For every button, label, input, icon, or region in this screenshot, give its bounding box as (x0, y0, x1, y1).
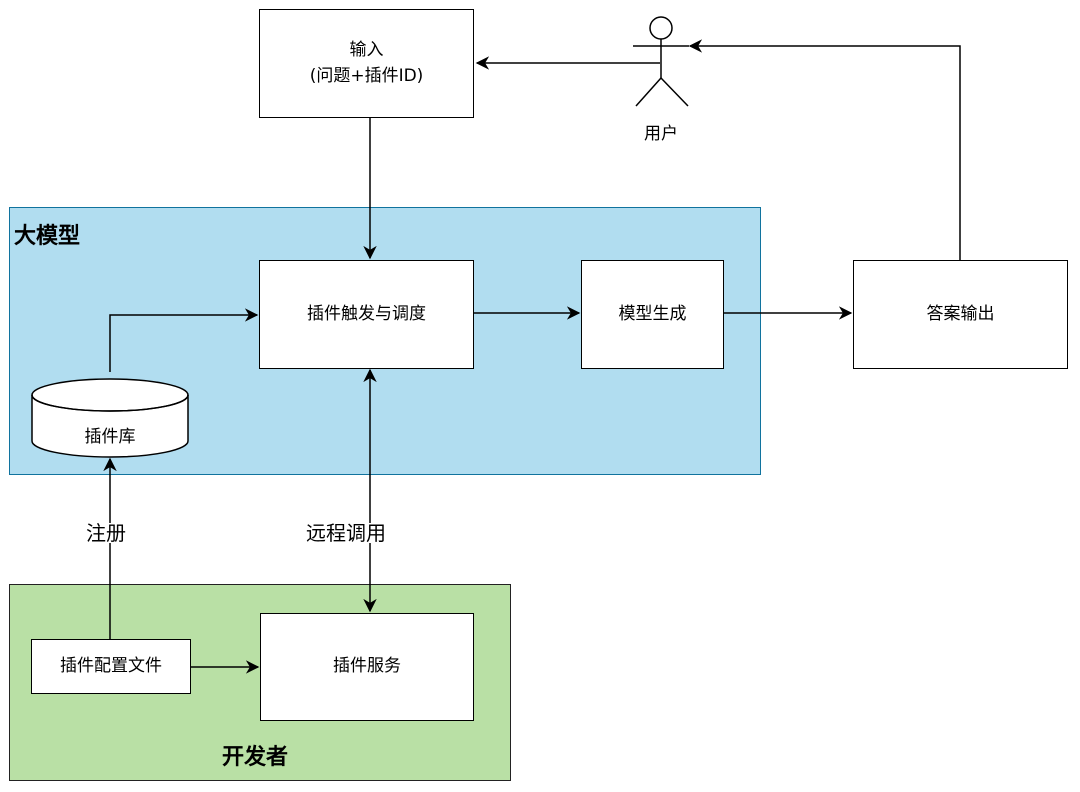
plugin-service-label: 插件服务 (333, 656, 401, 677)
user-label: 用户 (644, 124, 678, 144)
plugin-database-label: 插件库 (84, 427, 136, 447)
input-box-title: 输入 (349, 40, 384, 60)
plugin-trigger-box: 插件触发与调度 (259, 260, 474, 369)
plugin-service-box: 插件服务 (260, 613, 474, 721)
plugin-config-file-label: 插件配置文件 (60, 655, 162, 676)
plugin-trigger-label: 插件触发与调度 (307, 303, 426, 324)
answer-output-label: 答案输出 (926, 303, 995, 324)
input-box: 输入 (问题+插件ID) (259, 9, 474, 118)
model-generate-label: 模型生成 (618, 303, 687, 324)
answer-output-box: 答案输出 (853, 260, 1068, 369)
developer-region-title: 开发者 (222, 745, 289, 770)
user-actor-icon (633, 16, 689, 107)
register-edge-label: 注册 (86, 521, 126, 545)
llm-region-title: 大模型 (14, 224, 81, 249)
model-generate-box: 模型生成 (581, 260, 724, 369)
plugin-config-file-box: 插件配置文件 (31, 639, 191, 694)
remote-call-edge-label: 远程调用 (306, 521, 386, 545)
input-box-subtitle: (问题+插件ID) (309, 65, 424, 86)
